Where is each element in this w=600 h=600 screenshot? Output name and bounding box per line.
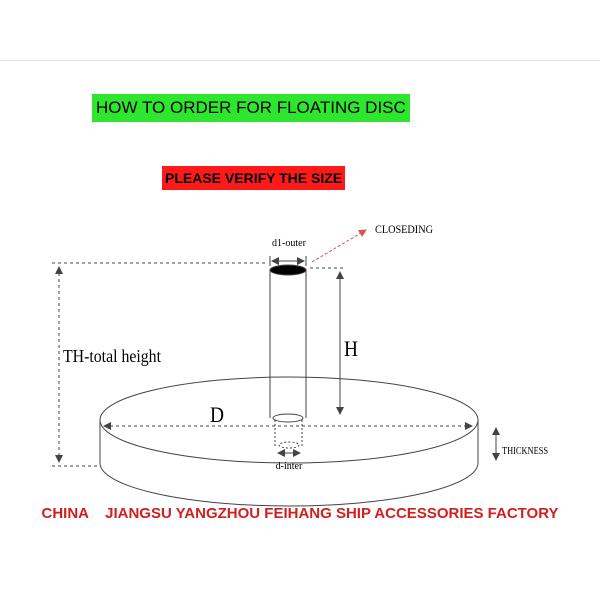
disc-body — [99, 376, 479, 507]
top-divider — [0, 60, 600, 61]
factory-footer: CHINA JIANGSU YANGZHOU FEIHANG SHIP ACCE… — [41, 505, 559, 522]
d-label: D — [210, 402, 224, 427]
pipe-top-closed-cap — [269, 264, 307, 276]
closeding-arrow — [311, 229, 367, 263]
h-dimension — [310, 267, 345, 415]
pipe — [269, 264, 307, 449]
d1-outer-label: d1-outer — [272, 238, 307, 249]
closeding-label: CLOSEDING — [375, 222, 433, 236]
verify-size-banner: PLEASE VERIFY THE SIZE — [162, 166, 346, 190]
th-dimension — [52, 262, 266, 467]
d1-outer-dimension — [269, 256, 307, 266]
th-total-height-label: TH-total height — [63, 346, 161, 366]
disc-top-ellipse — [99, 376, 479, 464]
d-inter-hole — [278, 441, 300, 449]
page-title: HOW TO ORDER FOR FLOATING DISC — [92, 94, 410, 122]
d-inter-label: d-inter — [276, 461, 303, 472]
thickness-label: THICKNESS — [502, 446, 548, 457]
disc-bottom-arc — [99, 462, 479, 507]
pipe-bottom-opening — [272, 413, 304, 423]
h-label: H — [344, 336, 358, 361]
